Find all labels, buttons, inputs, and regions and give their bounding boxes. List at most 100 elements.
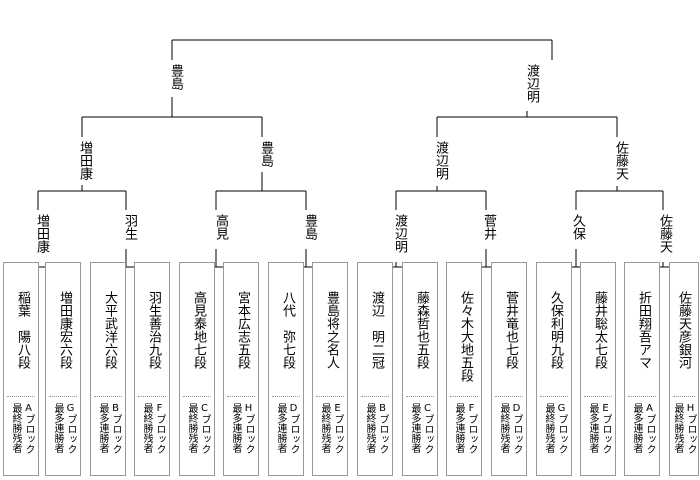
qualification-note: Cブロック最終勝残者 — [185, 403, 211, 473]
qualification-note: Dブロック最多連勝者 — [274, 403, 300, 473]
player-box: 折田翔吾アマ Aブロック最多連勝者 — [624, 262, 660, 476]
semifinal-winner-4: 佐藤天 — [613, 141, 628, 180]
block-label: Hブロック — [685, 403, 696, 454]
player-name: 折田翔吾アマ — [636, 291, 651, 369]
player-box: 佐々木大地五段 Fブロック最多連勝者 — [446, 262, 482, 476]
qualifier-type: 最終勝残者 — [319, 403, 330, 453]
qualifier-type: 最終勝残者 — [141, 403, 152, 453]
player-box: 宮本広志五段 Hブロック最多連勝者 — [223, 262, 259, 476]
player-name: 高見泰地七段 — [191, 291, 206, 369]
qualifier-type: 最多連勝者 — [97, 403, 108, 453]
divider — [540, 396, 568, 397]
block-label: Gブロック — [556, 403, 567, 454]
qualifier-type: 最多連勝者 — [453, 403, 464, 453]
block-label: Cブロック — [199, 403, 210, 454]
qualification-note: Eブロック最終勝残者 — [318, 403, 344, 473]
block-label: Dブロック — [288, 403, 299, 454]
block-label: Eブロック — [600, 403, 611, 454]
semifinal-winner-3: 渡辺明 — [433, 141, 448, 180]
qualifier-type: 最多連勝者 — [587, 403, 598, 453]
player-box: 大平武洋六段 Bブロック最多連勝者 — [90, 262, 126, 476]
block-label: Bブロック — [110, 403, 121, 454]
player-name: 藤井聡太七段 — [592, 291, 607, 369]
qualifier-type: 最多連勝者 — [230, 403, 241, 453]
player-name: 佐々木大地五段 — [458, 291, 473, 382]
qualification-note: Hブロック最多連勝者 — [229, 403, 255, 473]
qualification-note: Gブロック最多連勝者 — [51, 403, 77, 473]
block-label: Gブロック — [65, 403, 76, 454]
quarterfinal-winner-7: 久保 — [570, 214, 585, 240]
player-name: 豊島将之名人 — [324, 291, 339, 369]
divider — [450, 396, 478, 397]
player-box: 藤森哲也五段 Cブロック最多連勝者 — [402, 262, 438, 476]
qualification-note: Aブロック最終勝残者 — [9, 403, 35, 473]
divider — [49, 396, 77, 397]
qualifier-type: 最多連勝者 — [275, 403, 286, 453]
qualifier-type: 最終勝残者 — [10, 403, 21, 453]
player-box: 佐藤天彦銀河 Hブロック最終勝残者 — [669, 262, 699, 476]
divider — [495, 396, 523, 397]
divider — [94, 396, 122, 397]
qualifier-type: 最終勝残者 — [543, 403, 554, 453]
player-box: 八代 弥七段 Dブロック最多連勝者 — [268, 262, 304, 476]
quarterfinal-winner-4: 豊島 — [302, 214, 317, 240]
qualification-note: Gブロック最終勝残者 — [542, 403, 568, 473]
player-name: 羽生善治九段 — [146, 291, 161, 369]
player-name: 宮本広志五段 — [235, 291, 250, 369]
semifinal-winner-2: 豊島 — [258, 141, 273, 167]
qualification-note: Dブロック最終勝残者 — [497, 403, 523, 473]
qualifier-type: 最多連勝者 — [631, 403, 642, 453]
block-label: Dブロック — [511, 403, 522, 454]
qualification-note: Fブロック最多連勝者 — [452, 403, 478, 473]
qualifier-type: 最多連勝者 — [409, 403, 420, 453]
semifinal-winner-1: 増田康 — [77, 141, 92, 180]
qualification-note: Aブロック最多連勝者 — [630, 403, 656, 473]
player-box: 豊島将之名人 Eブロック最終勝残者 — [312, 262, 348, 476]
block-label: Cブロック — [422, 403, 433, 454]
player-name: 菅井竜也七段 — [503, 291, 518, 369]
player-name: 佐藤天彦銀河 — [676, 291, 691, 369]
divider — [316, 396, 344, 397]
player-name: 大平武洋六段 — [102, 291, 117, 369]
player-name: 久保利明九段 — [548, 291, 563, 369]
block-label: Fブロック — [466, 403, 477, 454]
qualification-note: Bブロック最多連勝者 — [96, 403, 122, 473]
block-label: Fブロック — [154, 403, 165, 454]
player-box: 増田康宏六段 Gブロック最多連勝者 — [45, 262, 81, 476]
quarterfinal-winner-6: 菅井 — [481, 214, 496, 240]
quarterfinal-winner-2: 羽生 — [122, 214, 137, 240]
qualification-note: Hブロック最終勝残者 — [671, 403, 697, 473]
player-name: 渡辺 明二冠 — [369, 291, 384, 369]
final-left-winner: 豊島 — [168, 64, 183, 90]
divider — [183, 396, 211, 397]
qualifier-type: 最終勝残者 — [186, 403, 197, 453]
block-label: Bブロック — [377, 403, 388, 454]
divider — [673, 396, 695, 397]
divider — [406, 396, 434, 397]
quarterfinal-winner-5: 渡辺明 — [392, 214, 407, 253]
player-box: 菅井竜也七段 Dブロック最終勝残者 — [491, 262, 527, 476]
block-label: Aブロック — [644, 403, 655, 454]
player-name: 八代 弥七段 — [280, 291, 295, 369]
player-name: 藤森哲也五段 — [414, 291, 429, 369]
quarterfinal-winner-1: 増田康 — [34, 214, 49, 253]
player-box: 久保利明九段 Gブロック最終勝残者 — [536, 262, 572, 476]
qualifier-type: 最終勝残者 — [672, 403, 683, 453]
divider — [272, 396, 300, 397]
player-box: 高見泰地七段 Cブロック最終勝残者 — [179, 262, 215, 476]
block-label: Aブロック — [23, 403, 34, 454]
qualification-note: Eブロック最多連勝者 — [586, 403, 612, 473]
player-box: 羽生善治九段 Fブロック最終勝残者 — [134, 262, 170, 476]
divider — [584, 396, 612, 397]
qualification-note: Cブロック最多連勝者 — [408, 403, 434, 473]
quarterfinal-winner-8: 佐藤天 — [657, 214, 672, 253]
final-right-winner: 渡辺明 — [524, 64, 539, 103]
block-label: Eブロック — [332, 403, 343, 454]
block-label: Hブロック — [243, 403, 254, 454]
divider — [7, 396, 35, 397]
divider — [138, 396, 166, 397]
player-box: 藤井聡太七段 Eブロック最多連勝者 — [580, 262, 616, 476]
player-name: 稲葉 陽八段 — [15, 291, 30, 369]
qualifier-type: 最終勝残者 — [498, 403, 509, 453]
